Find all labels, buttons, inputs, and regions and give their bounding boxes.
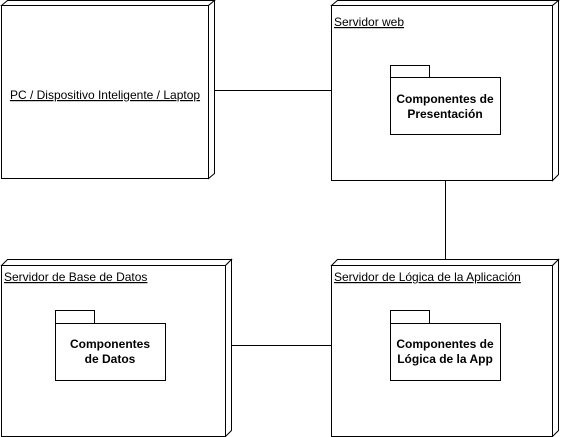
package-web[interactable]: Componentes de Presentación (390, 65, 501, 135)
node-db-server[interactable]: Servidor de Base de Datos Componentes de… (0, 258, 233, 437)
node-db-top-face (0, 259, 233, 266)
node-web-server[interactable]: Servidor web Componentes de Presentación (330, 0, 560, 182)
package-app[interactable]: Componentes de Lógica de la App (390, 310, 501, 381)
node-app-side-face (552, 258, 559, 437)
package-db-tab (55, 310, 95, 324)
node-db-label: Servidor de Base de Datos (4, 270, 147, 284)
node-app-label: Servidor de Lógica de la Aplicación (334, 270, 521, 284)
node-web-label: Servidor web (334, 15, 404, 29)
node-app-server[interactable]: Servidor de Lógica de la Aplicación Comp… (330, 258, 560, 437)
package-app-tab (390, 310, 430, 324)
node-client-top-face (0, 0, 216, 6)
node-client-front-face (1, 5, 209, 179)
package-web-tab (390, 65, 430, 78)
node-db-side-face (225, 258, 232, 437)
node-client[interactable]: PC / Dispositivo Inteligente / Laptop (0, 0, 216, 180)
node-web-side-face (552, 0, 559, 182)
package-app-label-line1: Componentes de (396, 337, 494, 351)
package-db-body (55, 323, 166, 381)
node-client-side-face (208, 0, 215, 180)
package-web-label-line1: Componentes de (396, 92, 494, 106)
package-db[interactable]: Componentes de Datos (55, 310, 166, 381)
node-app-top-face (330, 259, 560, 266)
package-web-body (390, 77, 501, 135)
package-app-label-line2: Lógica de la App (397, 352, 493, 366)
package-web-label-line2: Presentación (407, 107, 482, 121)
node-web-top-face (330, 0, 560, 6)
package-app-body (390, 323, 501, 381)
node-client-label: PC / Dispositivo Inteligente / Laptop (10, 88, 200, 102)
package-db-label-line1: Componentes (70, 337, 150, 351)
connectors (214, 90, 446, 346)
package-db-label-line2: de Datos (85, 352, 136, 366)
